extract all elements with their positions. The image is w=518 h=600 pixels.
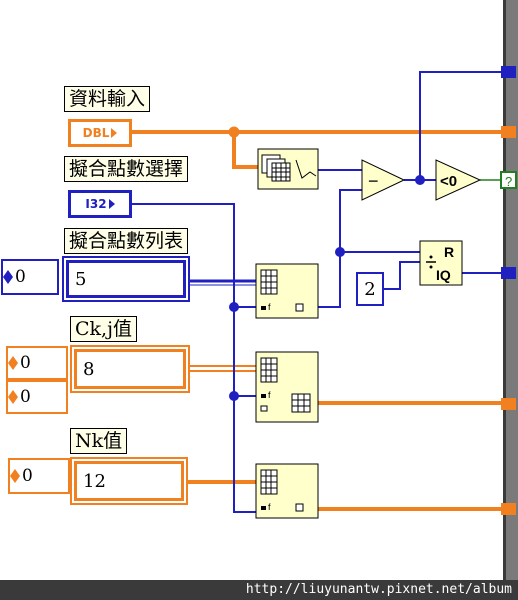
svg-text:f: f [268, 390, 271, 400]
ck-spinner-1-icon[interactable] [8, 348, 18, 378]
ck-spinner-2-icon[interactable] [8, 382, 18, 412]
label-fit-point-list: 擬合點數列表 [64, 228, 189, 254]
tunnel-green-label: ? [505, 174, 512, 189]
nk-index-value: 0 [22, 466, 33, 486]
footer-url: http://liuyunantw.pixnet.net/album [0, 580, 518, 600]
ck-index-1-value: 0 [20, 353, 31, 373]
constant-two[interactable]: 2 [356, 272, 384, 306]
frame-edge [503, 0, 518, 580]
nk-value[interactable]: 12 [74, 461, 184, 501]
nk-spinner-icon[interactable] [10, 460, 20, 492]
interp-node [257, 148, 319, 190]
svg-text:f: f [268, 502, 271, 512]
nk-index[interactable]: 0 [8, 458, 70, 494]
dbl-terminal-label: DBL [82, 126, 110, 140]
ck-index-1[interactable]: 0 [6, 346, 68, 380]
fit-list-index-value: 0 [15, 267, 26, 287]
frame-edge-inner [503, 0, 506, 580]
svg-text:f: f [268, 302, 271, 312]
integer-wires [132, 71, 502, 513]
quotient-remainder-node [419, 240, 463, 286]
fit-list-value[interactable]: 5 [66, 260, 186, 298]
divide-r-label: R [444, 244, 454, 260]
label-fit-point-select: 擬合點數選擇 [64, 156, 189, 182]
ck-value[interactable]: 8 [74, 349, 186, 389]
index-array-node-3: f [255, 463, 319, 519]
fit-list-index[interactable]: 0 [1, 259, 59, 295]
ck-index-2-value: 0 [20, 387, 31, 407]
tunnel-blue-2 [501, 267, 516, 279]
compare-symbol: <0 [440, 173, 457, 190]
fit-list-spinner-icon[interactable] [3, 261, 13, 293]
compare-less-zero-node [435, 159, 482, 201]
tunnel-blue-top [501, 66, 516, 78]
label-data-input: 資料輸入 [64, 86, 151, 112]
ck-index-2[interactable]: 0 [6, 380, 68, 414]
index-array-node-1: f [255, 263, 319, 319]
tunnel-orange-3 [501, 503, 516, 515]
dbl-terminal[interactable]: DBL [68, 119, 132, 147]
label-ck-value: Ck,j值 [70, 316, 137, 342]
i32-terminal-label: I32 [85, 197, 107, 211]
tunnel-orange-2 [501, 398, 516, 410]
subtract-symbol: − [368, 171, 379, 191]
tunnel-orange-1 [501, 126, 516, 138]
label-nk-value: Nk值 [70, 428, 128, 454]
divide-iq-label: IQ [436, 267, 451, 283]
double-wires [132, 126, 502, 511]
i32-terminal[interactable]: I32 [68, 190, 132, 218]
index-array-node-2: f [255, 351, 319, 423]
subtract-node [361, 159, 406, 201]
